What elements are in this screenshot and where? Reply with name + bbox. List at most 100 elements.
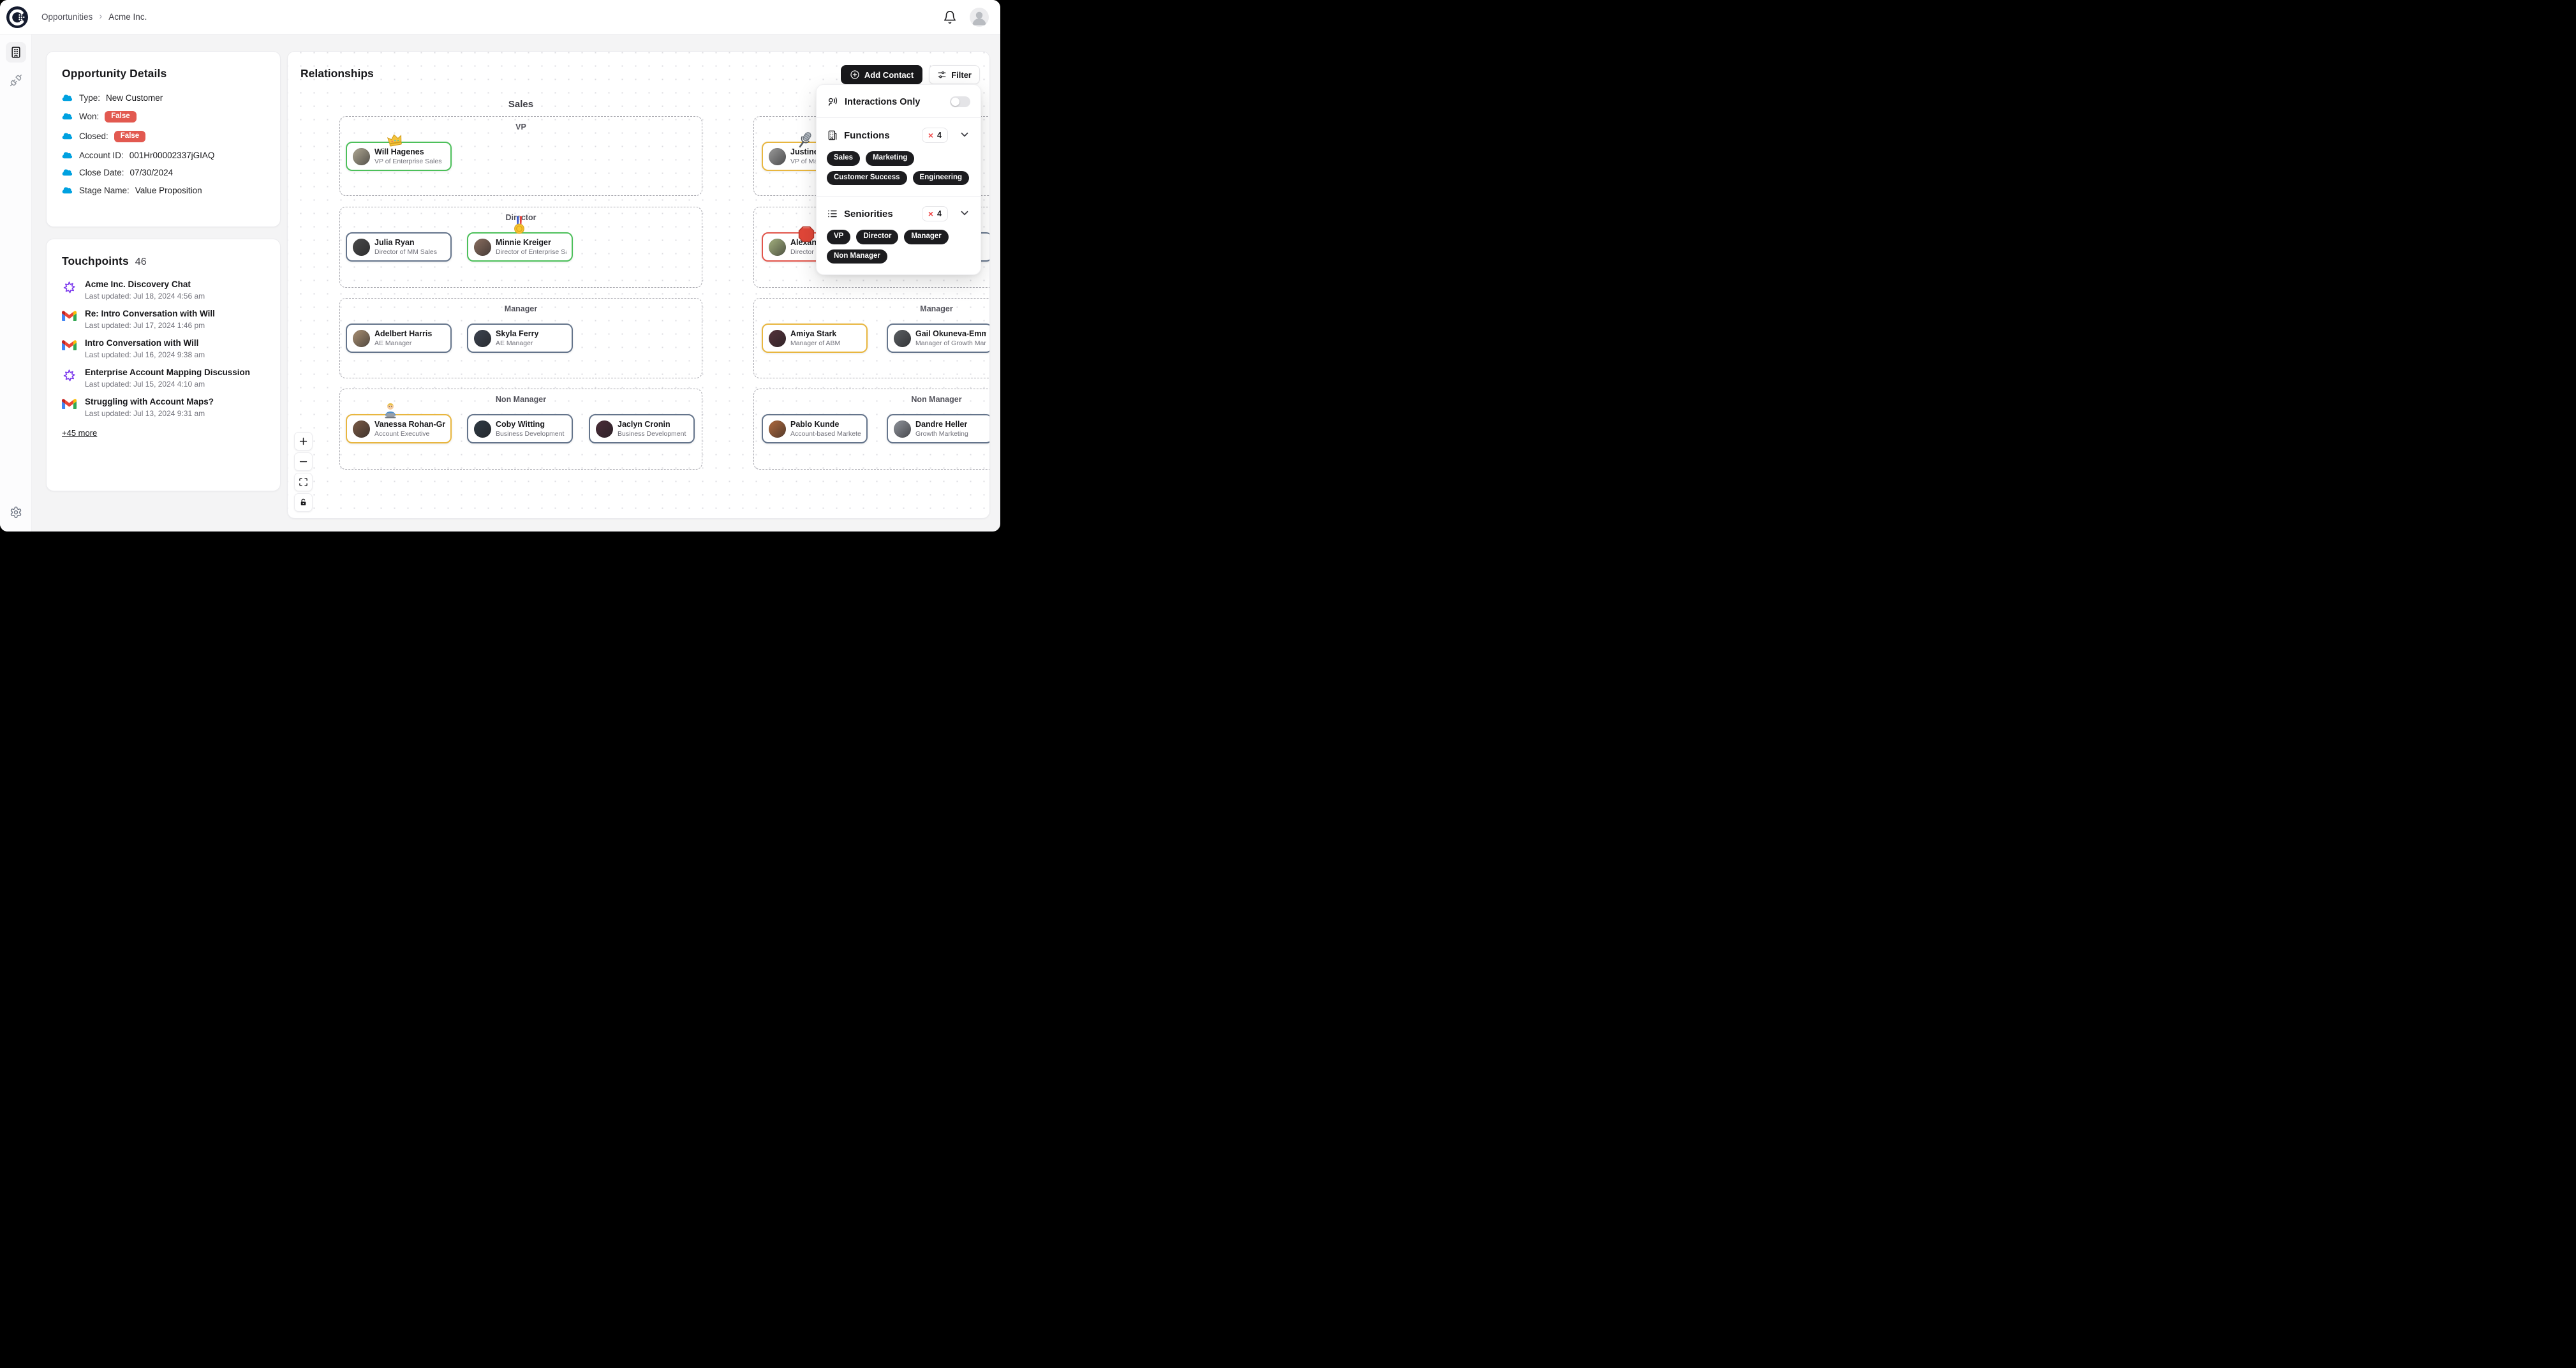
gmail-icon xyxy=(62,398,77,413)
opportunity-field: Stage Name:Value Proposition xyxy=(62,186,265,195)
contact-name: Skyla Ferry xyxy=(496,329,539,338)
touchpoint-title: Re: Intro Conversation with Will xyxy=(85,309,215,318)
status-badge: False xyxy=(114,130,146,142)
gmail-icon xyxy=(62,311,77,322)
gmail-icon xyxy=(62,340,77,351)
filter-tag[interactable]: Engineering xyxy=(912,170,969,185)
app-logo-icon[interactable] xyxy=(6,6,29,29)
gmail-icon xyxy=(62,310,77,325)
user-avatar[interactable] xyxy=(970,7,989,27)
contact-card[interactable]: Dandre Heller Growth Marketing xyxy=(887,414,989,443)
touchpoint-meta: Last updated: Jul 16, 2024 9:38 am xyxy=(85,350,205,359)
contact-card[interactable]: Will Hagenes VP of Enterprise Sales xyxy=(346,134,452,171)
filter-tag[interactable]: Marketing xyxy=(866,151,915,166)
chevron-down-icon[interactable] xyxy=(959,207,970,221)
seniorities-icon xyxy=(828,210,837,218)
contact-title: Account Executive xyxy=(374,430,430,438)
notifications-bell-icon[interactable] xyxy=(943,10,957,24)
chat-spark-icon xyxy=(62,281,77,295)
group-label: Sales xyxy=(508,99,534,110)
touchpoint-item[interactable]: Enterprise Account Mapping Discussion La… xyxy=(62,368,265,389)
seniority-row-label: Manager xyxy=(920,304,953,313)
filter-button[interactable]: Filter xyxy=(929,65,980,84)
filter-tag[interactable]: Customer Success xyxy=(827,170,907,185)
chevron-down-icon[interactable] xyxy=(959,129,970,142)
contact-card[interactable]: Amiya Stark Manager of ABM xyxy=(762,323,868,353)
touchpoint-item[interactable]: Struggling with Account Maps? Last updat… xyxy=(62,397,265,418)
sidebar-item-accounts[interactable] xyxy=(5,42,26,63)
contact-name: Jaclyn Cronin xyxy=(618,420,670,429)
touchpoints-list: Acme Inc. Discovery Chat Last updated: J… xyxy=(62,279,265,418)
opportunity-details-title: Opportunity Details xyxy=(62,67,167,80)
contact-title: Manager of ABM xyxy=(790,339,841,347)
touchpoint-item[interactable]: Intro Conversation with Will Last update… xyxy=(62,338,265,359)
contact-card[interactable]: Coby Witting Business Development Rep… xyxy=(467,414,573,443)
salesforce-icon xyxy=(62,133,73,140)
opportunity-field: Account ID:001Hr00002337jGIAQ xyxy=(62,151,265,160)
filter-tag[interactable]: VP xyxy=(827,230,851,244)
touchpoint-item[interactable]: Acme Inc. Discovery Chat Last updated: J… xyxy=(62,279,265,301)
lock-canvas-button[interactable] xyxy=(294,493,313,512)
interactions-only-toggle[interactable] xyxy=(950,96,970,107)
contact-card[interactable]: Skyla Ferry AE Manager xyxy=(467,323,573,353)
sidebar-item-settings[interactable] xyxy=(6,502,26,523)
salesforce-icon xyxy=(62,169,73,176)
add-contact-button[interactable]: Add Contact xyxy=(840,65,923,84)
salesforce-icon xyxy=(62,186,73,193)
contact-card[interactable]: Julia Ryan Director of MM Sales xyxy=(346,232,452,262)
filter-tag[interactable]: Sales xyxy=(827,151,861,166)
zoom-in-button[interactable] xyxy=(294,432,313,450)
field-label: Type: xyxy=(79,93,101,103)
contact-card[interactable]: Vanessa Rohan-Green Account Executive xyxy=(346,403,452,443)
zoom-out-button[interactable] xyxy=(294,452,313,471)
filter-section-label: Seniorities xyxy=(844,208,893,219)
field-value: 07/30/2024 xyxy=(130,168,174,177)
contact-name: Julia Ryan xyxy=(374,238,415,247)
contact-card[interactable]: Adelbert Harris AE Manager xyxy=(346,323,452,353)
breadcrumb-account[interactable]: Acme Inc. xyxy=(108,12,147,22)
touchpoint-title: Acme Inc. Discovery Chat xyxy=(85,279,191,289)
seniority-row-box: Manager xyxy=(753,298,989,378)
contact-card[interactable]: Pablo Kunde Account-based Marketer xyxy=(762,414,868,443)
filter-tag[interactable]: Director xyxy=(856,230,899,244)
touchpoints-panel: Touchpoints 46 Acme Inc. Discovery Chat … xyxy=(46,239,281,491)
filter-section-label: Functions xyxy=(844,130,890,141)
contact-title: Business Development Rep… xyxy=(496,430,566,438)
contact-name: Gail Okuneva-Emmerich xyxy=(915,329,986,338)
clear-filter-count[interactable]: ×4 xyxy=(921,128,948,143)
contact-name: Amiya Stark xyxy=(790,329,837,338)
contact-title: Director of MM Sales xyxy=(374,248,438,256)
contact-name: Pablo Kunde xyxy=(790,420,840,429)
sidebar-item-integrations[interactable] xyxy=(6,70,26,91)
contact-name: Coby Witting xyxy=(496,420,545,429)
clear-x-icon: × xyxy=(928,130,934,140)
breadcrumb-opportunities[interactable]: Opportunities xyxy=(41,12,93,22)
minus-icon xyxy=(299,461,307,463)
status-badge: False xyxy=(105,110,137,123)
touchpoint-title: Struggling with Account Maps? xyxy=(85,397,214,406)
gmail-icon xyxy=(62,399,77,410)
fit-view-button[interactable] xyxy=(294,473,313,491)
chat-spark-icon xyxy=(63,281,75,294)
contact-name: Justine xyxy=(790,147,818,156)
seniority-row-box: Non Manager xyxy=(339,389,702,470)
contact-card[interactable]: Jaclyn Cronin Business Development Rep… xyxy=(589,414,695,443)
touchpoint-item[interactable]: Re: Intro Conversation with Will Last up… xyxy=(62,309,265,330)
contact-name: Vanessa Rohan-Green xyxy=(374,420,445,429)
interactions-icon xyxy=(828,97,838,106)
contact-title: Growth Marketing xyxy=(915,430,968,438)
clear-filter-count[interactable]: ×4 xyxy=(921,206,948,221)
contact-card[interactable]: Gail Okuneva-Emmerich Manager of Growth … xyxy=(887,323,989,353)
interactions-only-label: Interactions Only xyxy=(845,96,921,107)
touchpoints-more-link[interactable]: +45 more xyxy=(62,428,98,438)
filter-tag[interactable]: Non Manager xyxy=(827,249,887,264)
filter-tag[interactable]: Manager xyxy=(904,230,949,244)
canvas-zoom-controls xyxy=(294,432,313,512)
contact-name: Will Hagenes xyxy=(374,147,424,156)
contact-card[interactable]: Minnie Kreiger Director of Enterprise Sa… xyxy=(467,216,573,262)
relationships-title: Relationships xyxy=(300,67,374,80)
